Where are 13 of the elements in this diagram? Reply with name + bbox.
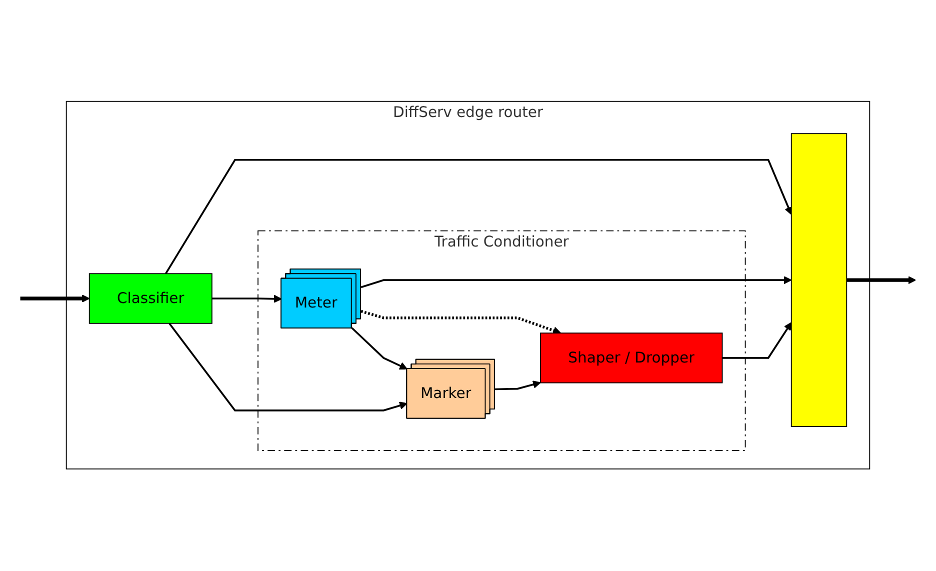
- arrow: [351, 328, 408, 370]
- arrow: [722, 322, 792, 360]
- arrow: [846, 276, 916, 284]
- arrow: [20, 294, 90, 303]
- arrow: [212, 295, 282, 304]
- node-box: Classifier: [88, 274, 212, 324]
- arrow: [494, 380, 541, 391]
- arrow: [168, 323, 408, 412]
- arrow: [360, 310, 562, 335]
- arrow: [164, 159, 792, 274]
- node-bar: [790, 134, 848, 428]
- node-box: Shaper / Dropper: [540, 332, 723, 384]
- arrow: [360, 276, 792, 289]
